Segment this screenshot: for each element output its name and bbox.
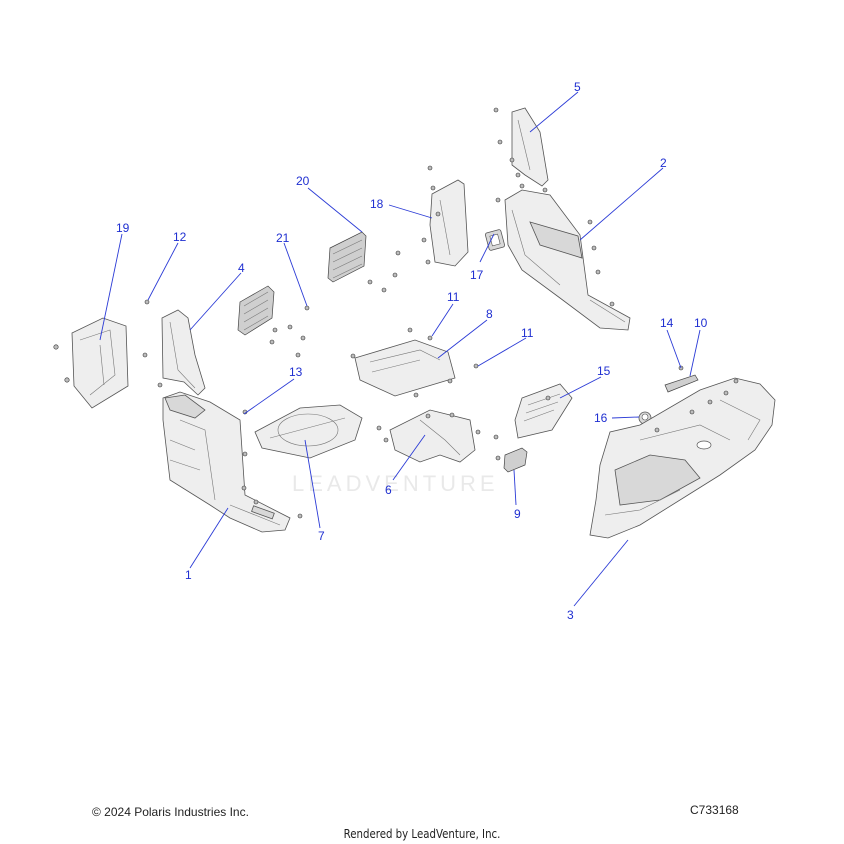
- part-7-plate: [254, 404, 363, 459]
- watermark: LEADVENTURE: [292, 471, 499, 496]
- callout-labels: 1 2 3 4 5 6 7 8 9 10 11 11 12 13 14 15 1…: [116, 80, 708, 622]
- callout-5: 5: [574, 80, 581, 94]
- callout-8: 8: [486, 307, 493, 321]
- callout-6: 6: [385, 483, 392, 497]
- callout-10: 10: [694, 316, 708, 330]
- callout-20: 20: [296, 174, 310, 188]
- callout-18: 18: [370, 197, 384, 211]
- callout-3: 3: [567, 608, 574, 622]
- part-17-grommet: [484, 229, 506, 251]
- callout-15: 15: [597, 364, 611, 378]
- part-6-tunnel: [389, 409, 476, 463]
- part-21-grille: [237, 285, 275, 336]
- part-10-grille: [664, 374, 699, 393]
- callout-16: 16: [594, 411, 608, 425]
- callout-1: 1: [185, 568, 192, 582]
- part-19-panel: [71, 317, 129, 409]
- diagram-code: C733168: [690, 803, 739, 817]
- rendered-by-text: Rendered by LeadVenture, Inc.: [343, 827, 501, 841]
- part-2-panel: [504, 189, 631, 331]
- callout-11a: 11: [447, 290, 460, 304]
- fastener-set: [53, 107, 739, 519]
- callout-19: 19: [116, 221, 130, 235]
- leader-lines: [99, 91, 701, 607]
- part-20-grille: [327, 231, 367, 283]
- part-18-panel: [429, 179, 469, 267]
- callout-11b: 11: [521, 326, 534, 340]
- callout-12: 12: [173, 230, 187, 244]
- part-16-knob: [638, 411, 652, 425]
- part-15-plate: [514, 383, 573, 439]
- part-3-tub: [589, 377, 776, 539]
- callout-9: 9: [514, 507, 521, 521]
- part-8-plate: [354, 339, 456, 397]
- callout-4: 4: [238, 261, 245, 275]
- callout-21: 21: [276, 231, 290, 245]
- callout-14: 14: [660, 316, 674, 330]
- part-4-trim: [161, 309, 206, 396]
- part-9-grille: [503, 447, 528, 473]
- callout-13: 13: [289, 365, 303, 379]
- callout-2: 2: [660, 156, 667, 170]
- part-5-trim: [511, 107, 549, 187]
- callout-17: 17: [470, 268, 484, 282]
- callout-7: 7: [318, 529, 325, 543]
- copyright-text: © 2024 Polaris Industries Inc.: [92, 805, 249, 819]
- part-1-panel: [162, 391, 291, 533]
